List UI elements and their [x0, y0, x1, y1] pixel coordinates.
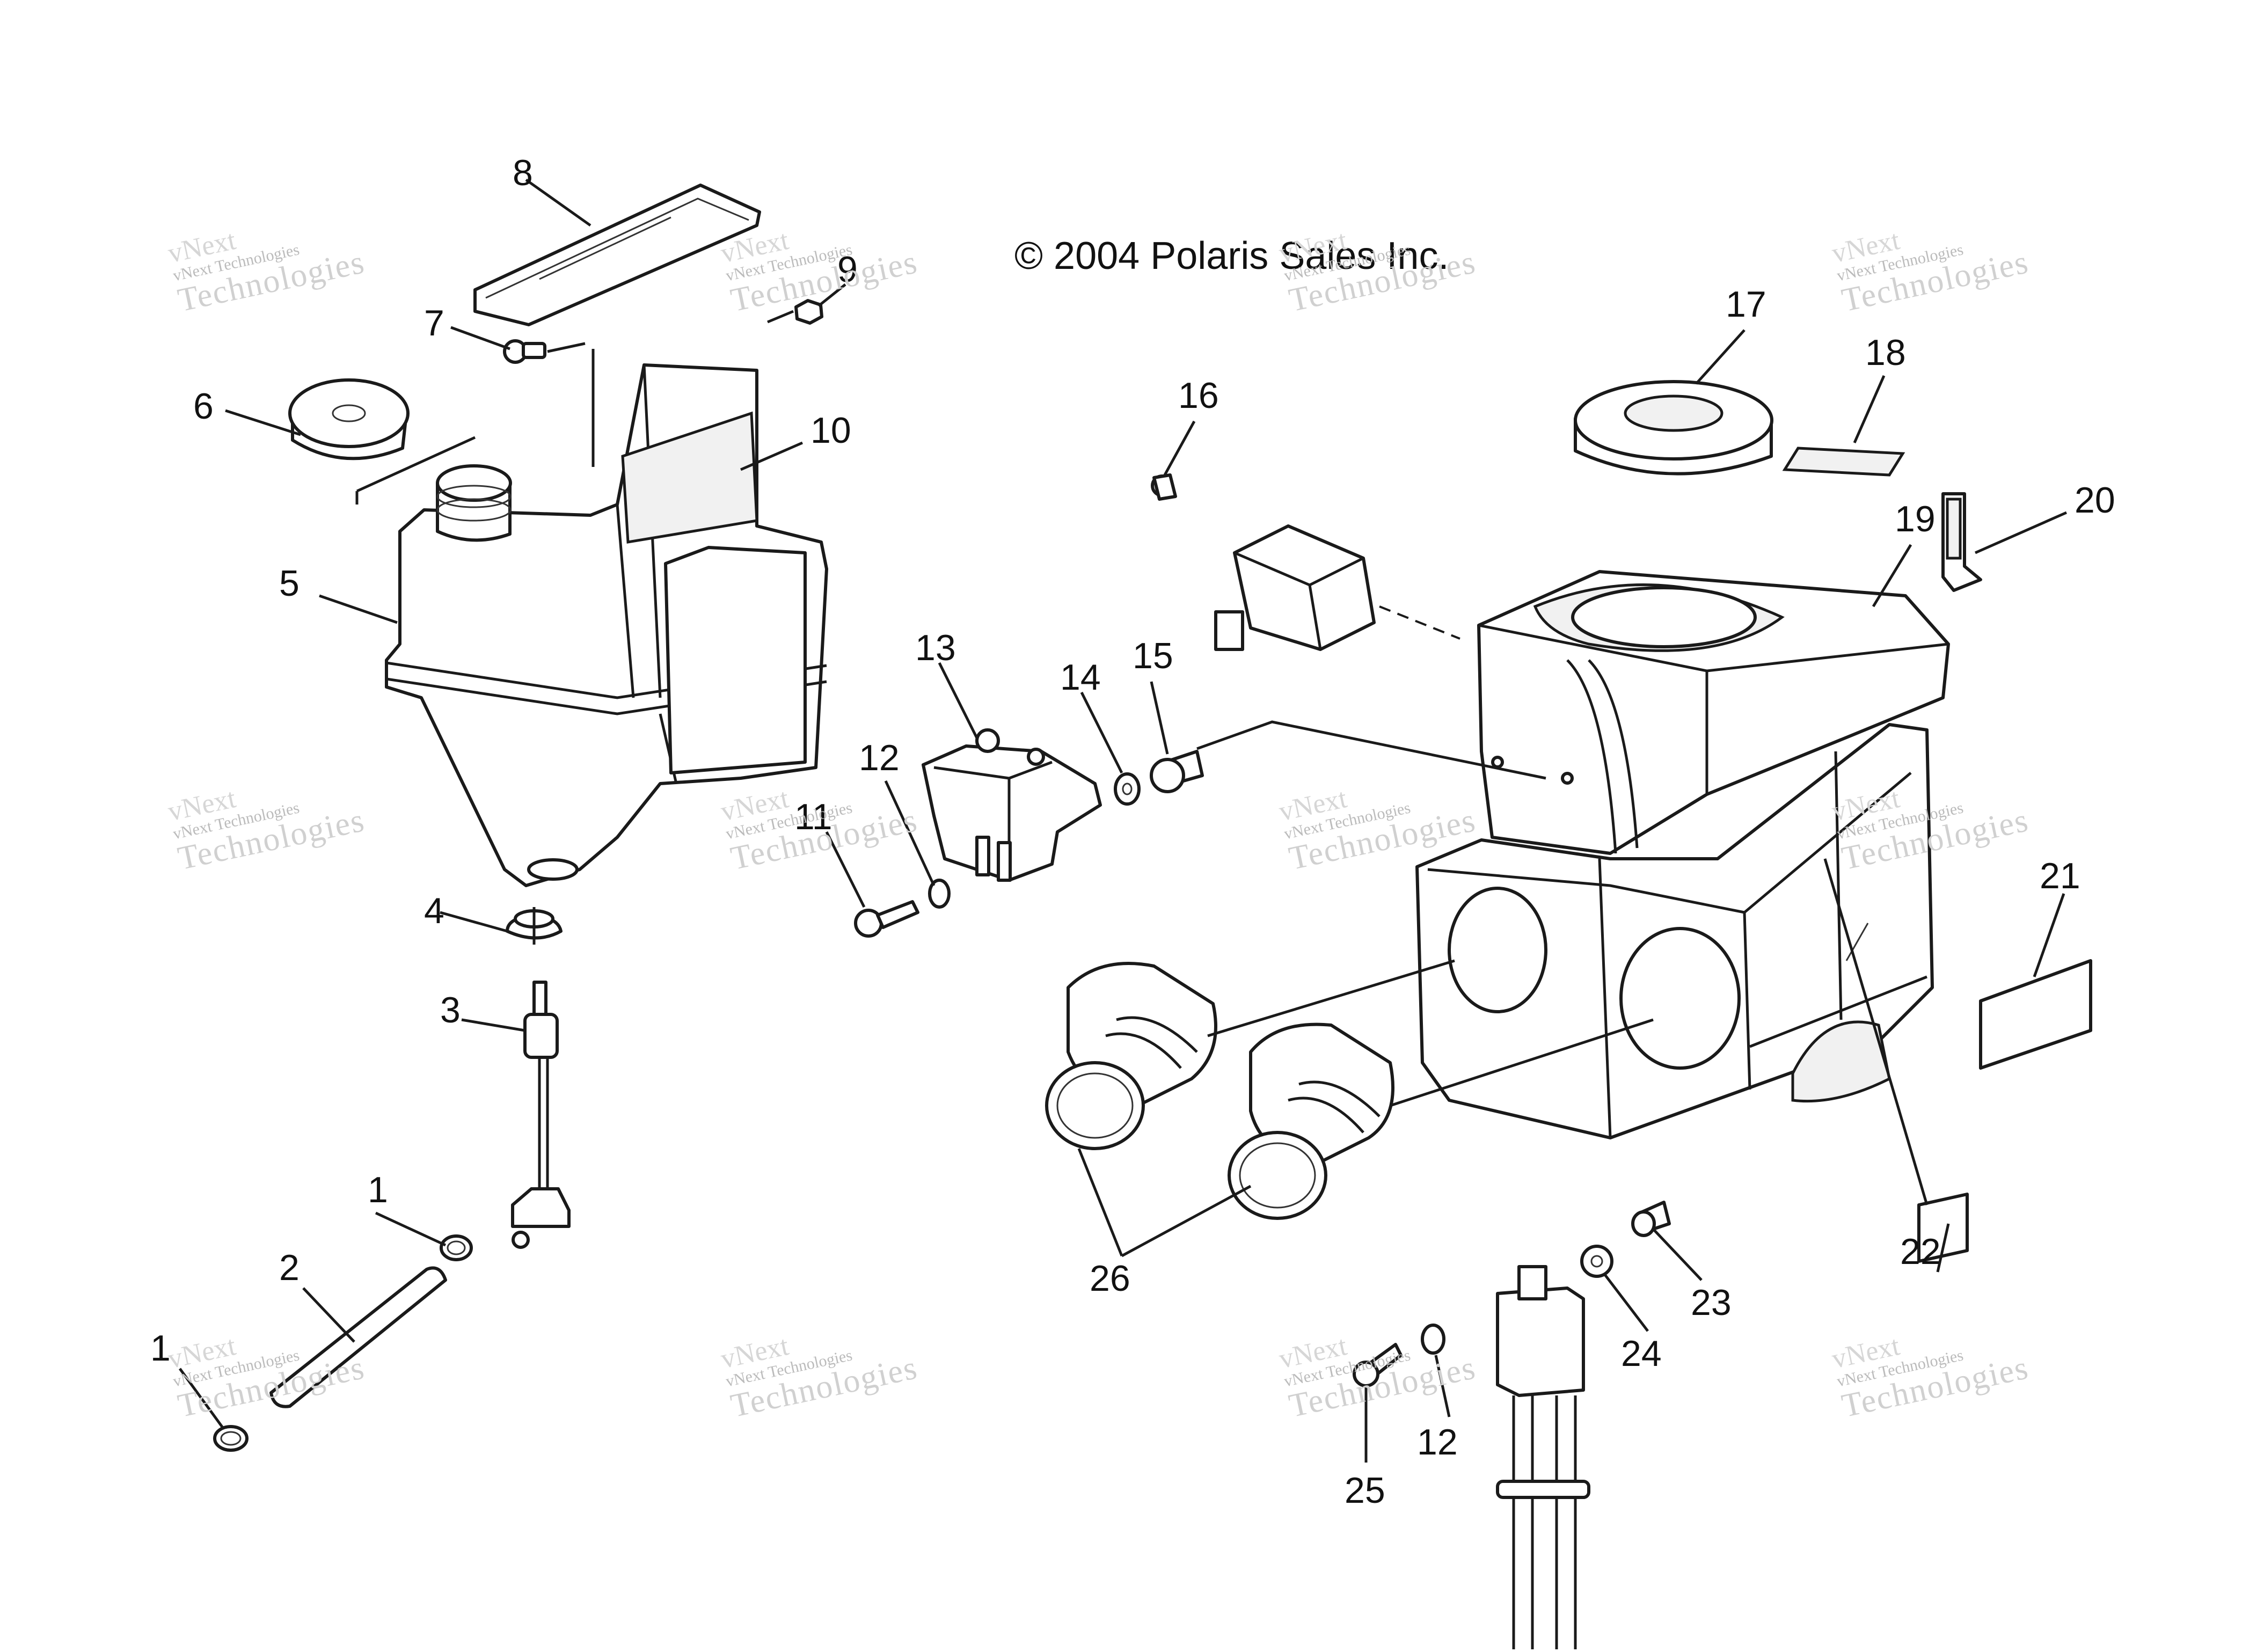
copyright-notice: © 2004 Polaris Sales Inc. — [1014, 235, 1449, 277]
callout-13: 13 — [915, 627, 956, 668]
part-16-screw — [1151, 473, 1177, 501]
callout-20: 20 — [2075, 480, 2115, 521]
part-20-clip — [1941, 492, 1982, 592]
part-24-washer — [1580, 1245, 1613, 1278]
part-19-airbox — [1415, 570, 1950, 1139]
callout-25: 25 — [1345, 1470, 1385, 1511]
part-7-screw — [503, 339, 546, 364]
callout-2: 2 — [279, 1247, 300, 1288]
callout-17: 17 — [1726, 284, 1766, 325]
part-25-screw — [1353, 1343, 1403, 1387]
callout-3: 3 — [440, 990, 461, 1030]
callout-18: 18 — [1865, 332, 1906, 373]
cdi-module — [1214, 524, 1460, 651]
callout-1-lower: 1 — [150, 1328, 171, 1369]
part-6-cap — [288, 378, 410, 460]
callout-23: 23 — [1691, 1282, 1732, 1323]
callout-10: 10 — [810, 410, 851, 451]
part-14-washer — [1114, 772, 1141, 806]
part-5-oil-tank — [385, 363, 828, 887]
guide-lines — [355, 310, 1546, 945]
callout-16: 16 — [1178, 375, 1219, 416]
part-18-label — [1782, 447, 1905, 477]
callout-8: 8 — [513, 152, 533, 193]
part-1-clamp-lower — [213, 1425, 249, 1452]
part-12-washer-lower — [1421, 1324, 1445, 1355]
callout-24: 24 — [1621, 1333, 1662, 1374]
callout-9: 9 — [837, 249, 858, 290]
callout-11: 11 — [794, 796, 832, 837]
part-12-washer-upper — [928, 879, 951, 909]
part-8-cover — [473, 184, 761, 326]
part-17-filter-ring — [1574, 380, 1773, 476]
callout-19: 19 — [1895, 499, 1936, 539]
part-26-intake-boot-left — [1045, 962, 1217, 1150]
boot-leader-right — [1390, 1018, 1654, 1107]
callout-12-lower: 12 — [1417, 1422, 1458, 1463]
callout-12-upper: 12 — [859, 737, 900, 778]
part-2-hose — [269, 1266, 447, 1408]
ignition-coil — [1496, 1265, 1590, 1649]
leader-lines — [178, 178, 2068, 1463]
part-23-grommet — [1631, 1201, 1671, 1237]
callout-5: 5 — [279, 563, 300, 604]
part-9-nut — [794, 299, 823, 325]
callout-22: 22 — [1900, 1231, 1941, 1272]
part-11-screw — [854, 900, 919, 938]
part-13-fuel-pump — [922, 728, 1102, 882]
callout-labels: 1 2 1 3 4 5 6 7 8 9 10 11 12 13 14 15 16… — [150, 152, 2115, 1511]
callout-6: 6 — [193, 386, 214, 427]
callout-21: 21 — [2040, 856, 2080, 896]
part-21-label — [1979, 959, 2092, 1070]
callout-4: 4 — [424, 890, 444, 931]
callout-7: 7 — [424, 303, 444, 343]
part-3-pickup — [511, 981, 571, 1249]
part-1-clamp-upper — [440, 1234, 473, 1261]
callout-15: 15 — [1133, 635, 1173, 676]
callout-14: 14 — [1060, 657, 1101, 698]
part-26-intake-boot-right — [1228, 1022, 1394, 1220]
callout-1-upper: 1 — [368, 1169, 388, 1210]
boot-leader-left — [1207, 959, 1455, 1037]
part-15-grommet — [1150, 750, 1204, 793]
part-22-label — [1917, 1193, 1969, 1263]
callout-26: 26 — [1090, 1258, 1130, 1299]
